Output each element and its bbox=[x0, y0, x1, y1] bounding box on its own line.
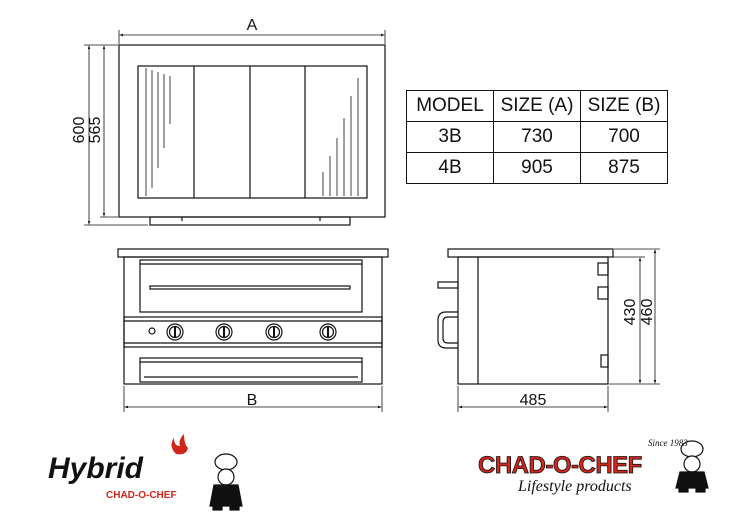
table-cell: 3B bbox=[406, 121, 494, 153]
dimension-430-460 bbox=[609, 248, 660, 385]
front-view bbox=[117, 248, 389, 385]
size-table: MODEL SIZE (A) SIZE (B) 3B 730 700 4B 90… bbox=[406, 90, 668, 184]
dim-label-565: 565 bbox=[87, 117, 104, 144]
table-cell: 700 bbox=[580, 121, 668, 153]
dimension-A bbox=[118, 30, 386, 44]
chad-logo-word: CHAD-O-CHEF bbox=[478, 452, 643, 480]
table-row: 3B 730 700 bbox=[406, 121, 668, 153]
chef-mascot-icon bbox=[675, 440, 709, 493]
table-header: SIZE (B) bbox=[580, 90, 668, 122]
table-row: 4B 905 875 bbox=[406, 152, 668, 184]
table-cell: 730 bbox=[493, 121, 581, 153]
table-header: SIZE (A) bbox=[493, 90, 581, 122]
dim-label-600: 600 bbox=[71, 117, 88, 144]
dim-label-430: 430 bbox=[622, 299, 639, 326]
flame-icon bbox=[171, 434, 188, 455]
table-cell: 905 bbox=[493, 152, 581, 184]
side-view bbox=[437, 248, 614, 385]
table-cell: 875 bbox=[580, 152, 668, 184]
hybrid-logo-sub: CHAD-O-CHEF bbox=[106, 490, 177, 501]
chef-mascot-icon bbox=[209, 453, 243, 511]
dim-label-b: B bbox=[247, 392, 258, 409]
chad-since-text: Since 1983 bbox=[648, 438, 688, 448]
dimension-B bbox=[123, 386, 383, 412]
table-header-row: MODEL SIZE (A) SIZE (B) bbox=[406, 90, 668, 122]
dimension-485 bbox=[457, 386, 609, 412]
dim-label-a: A bbox=[247, 17, 258, 34]
table-cell: 4B bbox=[406, 152, 494, 184]
dim-label-485: 485 bbox=[520, 392, 547, 409]
hybrid-logo-word: Hybrid bbox=[48, 452, 144, 485]
table-header: MODEL bbox=[406, 90, 494, 122]
top-view bbox=[118, 44, 386, 226]
chad-tagline: Lifestyle products bbox=[518, 478, 632, 495]
dim-label-460: 460 bbox=[639, 299, 656, 326]
dimension-600 bbox=[84, 44, 148, 226]
